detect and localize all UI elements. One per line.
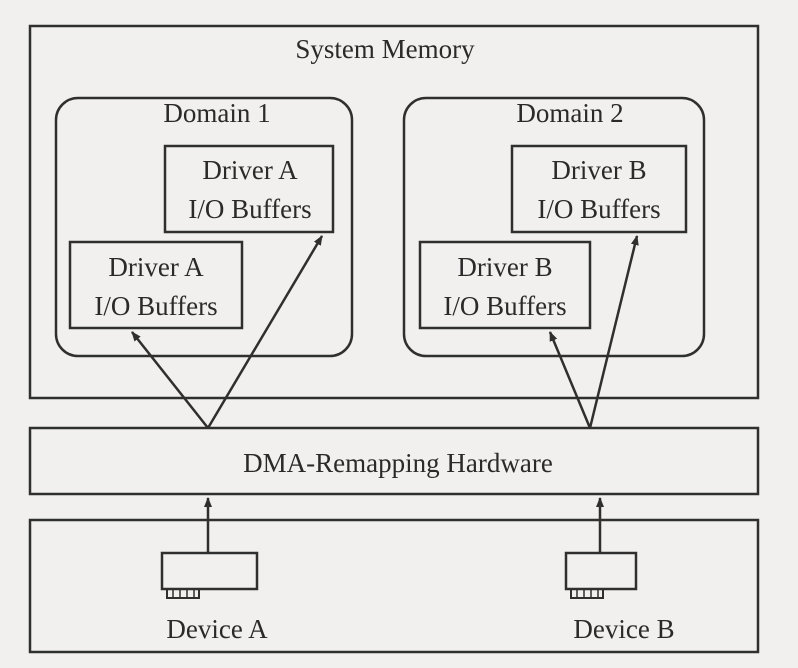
driver-a-buffer-front-line1: Driver A bbox=[108, 252, 204, 282]
system-memory-label: System Memory bbox=[295, 34, 475, 64]
dma-remapping-box bbox=[28, 426, 760, 496]
device-b-label: Device B bbox=[573, 614, 674, 644]
driver-b-buffer-back-line2: I/O Buffers bbox=[537, 194, 660, 224]
domain-2-box bbox=[402, 96, 706, 358]
domain-2-label: Domain 2 bbox=[516, 98, 623, 128]
driver-b-buffer-back-line1: Driver B bbox=[551, 155, 646, 185]
driver-a-buffer-back bbox=[163, 144, 335, 234]
driver-a-buffer-front bbox=[68, 240, 244, 330]
arrow-dma-to-driver-b-back bbox=[588, 235, 639, 429]
domain-1-label: Domain 1 bbox=[163, 98, 270, 128]
driver-b-buffer-back bbox=[510, 144, 688, 234]
driver-a-buffer-front-line2: I/O Buffers bbox=[94, 291, 217, 321]
device-b-card-icon bbox=[564, 551, 638, 599]
driver-a-buffer-back-line2: I/O Buffers bbox=[188, 194, 311, 224]
device-a-label: Device A bbox=[166, 614, 268, 644]
domain-1-box bbox=[54, 96, 354, 358]
driver-b-buffer-front-line2: I/O Buffers bbox=[443, 291, 566, 321]
devices-box bbox=[28, 518, 760, 654]
dma-remapping-label: DMA-Remapping Hardware bbox=[243, 448, 553, 478]
driver-a-buffer-back-line1: Driver A bbox=[202, 155, 298, 185]
device-a-card-icon bbox=[160, 551, 259, 599]
arrow-dma-to-driver-b-front bbox=[548, 331, 592, 429]
driver-b-buffer-front bbox=[418, 240, 592, 330]
system-memory-box bbox=[28, 24, 760, 400]
arrow-dma-to-driver-a-front bbox=[131, 331, 209, 429]
arrow-dma-to-driver-a-back bbox=[206, 235, 324, 429]
driver-b-buffer-front-line1: Driver B bbox=[457, 252, 552, 282]
